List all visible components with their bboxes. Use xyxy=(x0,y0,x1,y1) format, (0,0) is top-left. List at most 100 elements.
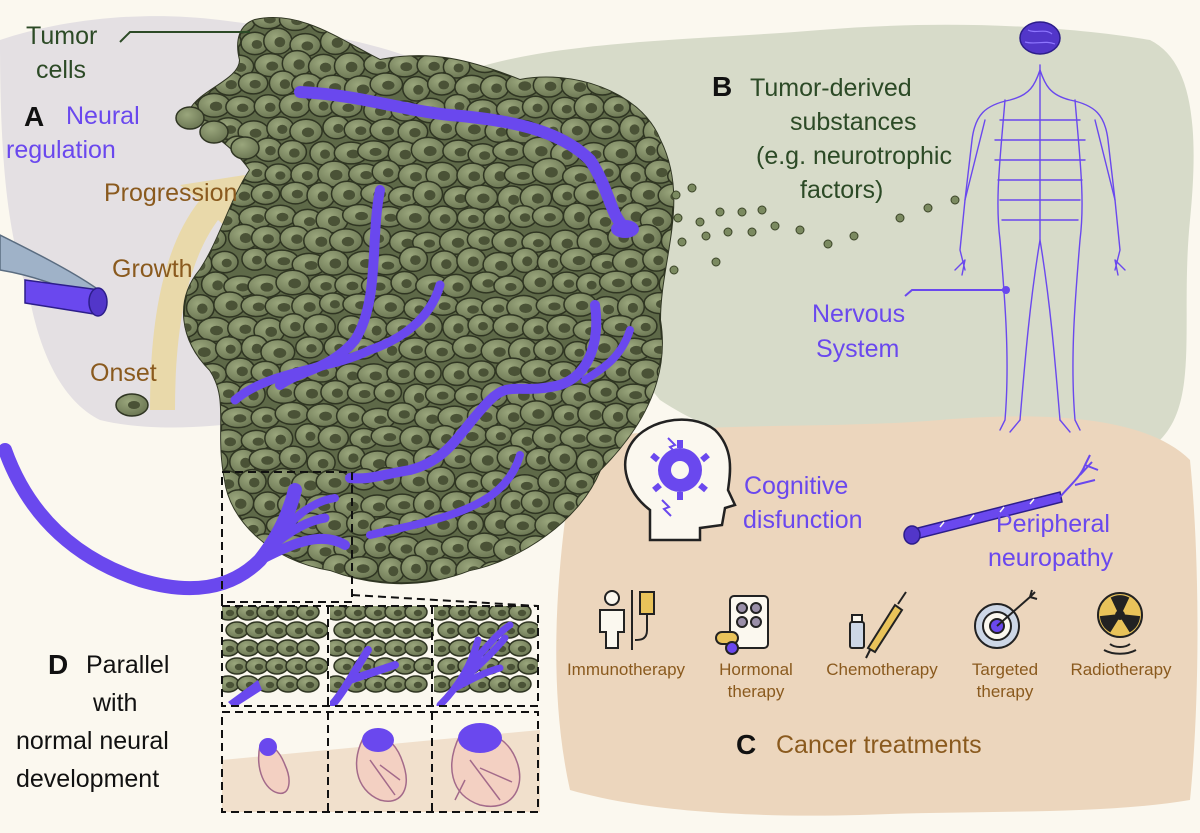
tumor-cell xyxy=(210,515,239,542)
tumor-cell xyxy=(630,270,659,293)
tumor-cell xyxy=(295,336,324,359)
svg-text:development: development xyxy=(16,765,159,793)
tumor-cell xyxy=(429,556,458,582)
inset-region xyxy=(221,471,353,603)
tumor-cell xyxy=(495,403,528,430)
tumor-cell xyxy=(598,270,635,294)
tumor-cell xyxy=(320,379,351,405)
tumor-cell xyxy=(268,70,298,97)
tumor-cell xyxy=(560,117,591,143)
tumor-cell xyxy=(404,675,428,693)
tumor-cell xyxy=(369,118,403,142)
tumor-cell xyxy=(537,469,568,494)
tumor-nerve-fibers xyxy=(230,86,634,539)
tumor-cell xyxy=(456,511,485,537)
progression-arrow xyxy=(150,175,245,410)
svg-text:substances: substances xyxy=(790,108,916,136)
tumor-cell xyxy=(573,93,606,121)
tumor-cell xyxy=(469,445,503,474)
svg-text:factors): factors) xyxy=(800,176,883,204)
panel-d-embryos xyxy=(221,711,540,813)
tumor-cell xyxy=(441,361,473,387)
treatment-label: Immunotherapy xyxy=(567,660,686,679)
tumor-cell xyxy=(440,535,472,559)
tumor-cell xyxy=(285,657,309,675)
tumor-cell xyxy=(508,675,532,693)
tumor-cell xyxy=(227,315,260,341)
tumor-cell xyxy=(237,71,269,95)
nerve-terminal xyxy=(611,220,639,238)
tumor-cell xyxy=(535,294,570,317)
tumor-cell xyxy=(343,118,375,142)
tumor-cell xyxy=(330,180,364,208)
tumor-cell xyxy=(560,28,594,51)
growth-label: Growth xyxy=(112,255,193,283)
tumor-cells-label: Tumor cells xyxy=(26,22,97,84)
tumor-cell xyxy=(220,406,256,429)
tumor-cell xyxy=(559,247,595,272)
tumor-cell xyxy=(451,335,485,360)
tumor-cell xyxy=(213,291,247,318)
tumor-cell xyxy=(384,639,408,657)
tumor-cell xyxy=(413,621,434,639)
tumor-cell xyxy=(387,140,420,167)
escaping-cells xyxy=(175,106,260,160)
neurotrophic-factor-dots xyxy=(669,183,960,275)
tumor-cell xyxy=(504,513,538,537)
tumor-cell xyxy=(550,96,579,120)
tumor-cell xyxy=(602,139,638,166)
tumor-cell xyxy=(492,313,528,339)
tumor-cell xyxy=(442,313,471,341)
tumor-cell xyxy=(266,116,295,141)
tumor-cell xyxy=(198,448,229,475)
tumor-cell xyxy=(250,225,282,251)
treatment-label: Hormonal xyxy=(719,660,793,679)
tumor-cell xyxy=(563,292,598,317)
tumor-cell xyxy=(264,204,297,228)
tumor-cell xyxy=(386,402,418,425)
nervous-system-figure xyxy=(954,64,1126,433)
tumor-cell xyxy=(337,18,366,31)
tumor-cell xyxy=(589,117,621,140)
tumor-cell xyxy=(183,557,214,583)
tumor-cell xyxy=(341,203,378,227)
tumor-cell xyxy=(345,510,377,536)
factor-dot xyxy=(723,227,733,237)
tumor-cell xyxy=(508,28,537,53)
tumor-cell xyxy=(426,466,456,493)
tumor-cell xyxy=(280,181,311,205)
panel-c-letter: C xyxy=(736,729,756,760)
tumor-cell xyxy=(439,18,470,35)
tumor-cell xyxy=(303,227,336,255)
tumor-cell xyxy=(264,249,300,272)
tumor-cell xyxy=(508,606,532,621)
factor-dot xyxy=(770,221,780,231)
tumor-cell xyxy=(397,30,431,58)
tumor-cell xyxy=(264,163,293,186)
factor-dot xyxy=(923,203,933,213)
iv-drip-patient-icon xyxy=(599,590,655,650)
tumor-cell xyxy=(370,425,406,448)
tumor-cell xyxy=(369,72,404,97)
tumor-cell xyxy=(319,28,351,56)
tumor-cell xyxy=(429,250,459,277)
tumor-cell xyxy=(660,18,674,36)
factor-dot xyxy=(711,257,721,267)
svg-text:neuropathy: neuropathy xyxy=(988,544,1114,572)
tumor-cell xyxy=(456,207,487,229)
tumor-cell xyxy=(224,357,256,384)
tumor-cell xyxy=(296,639,320,657)
tumor-cell xyxy=(186,513,214,538)
tumor-cell xyxy=(397,119,429,145)
tumor-cell xyxy=(479,74,510,100)
factor-dot xyxy=(823,239,833,249)
factor-dot xyxy=(895,213,905,223)
tumor-cell xyxy=(521,95,550,119)
tumor-cell xyxy=(225,95,257,119)
tumor-cell xyxy=(293,379,327,406)
tumor-cell xyxy=(523,18,552,29)
tumor-cell xyxy=(588,379,620,404)
tumor-cell xyxy=(484,424,513,447)
